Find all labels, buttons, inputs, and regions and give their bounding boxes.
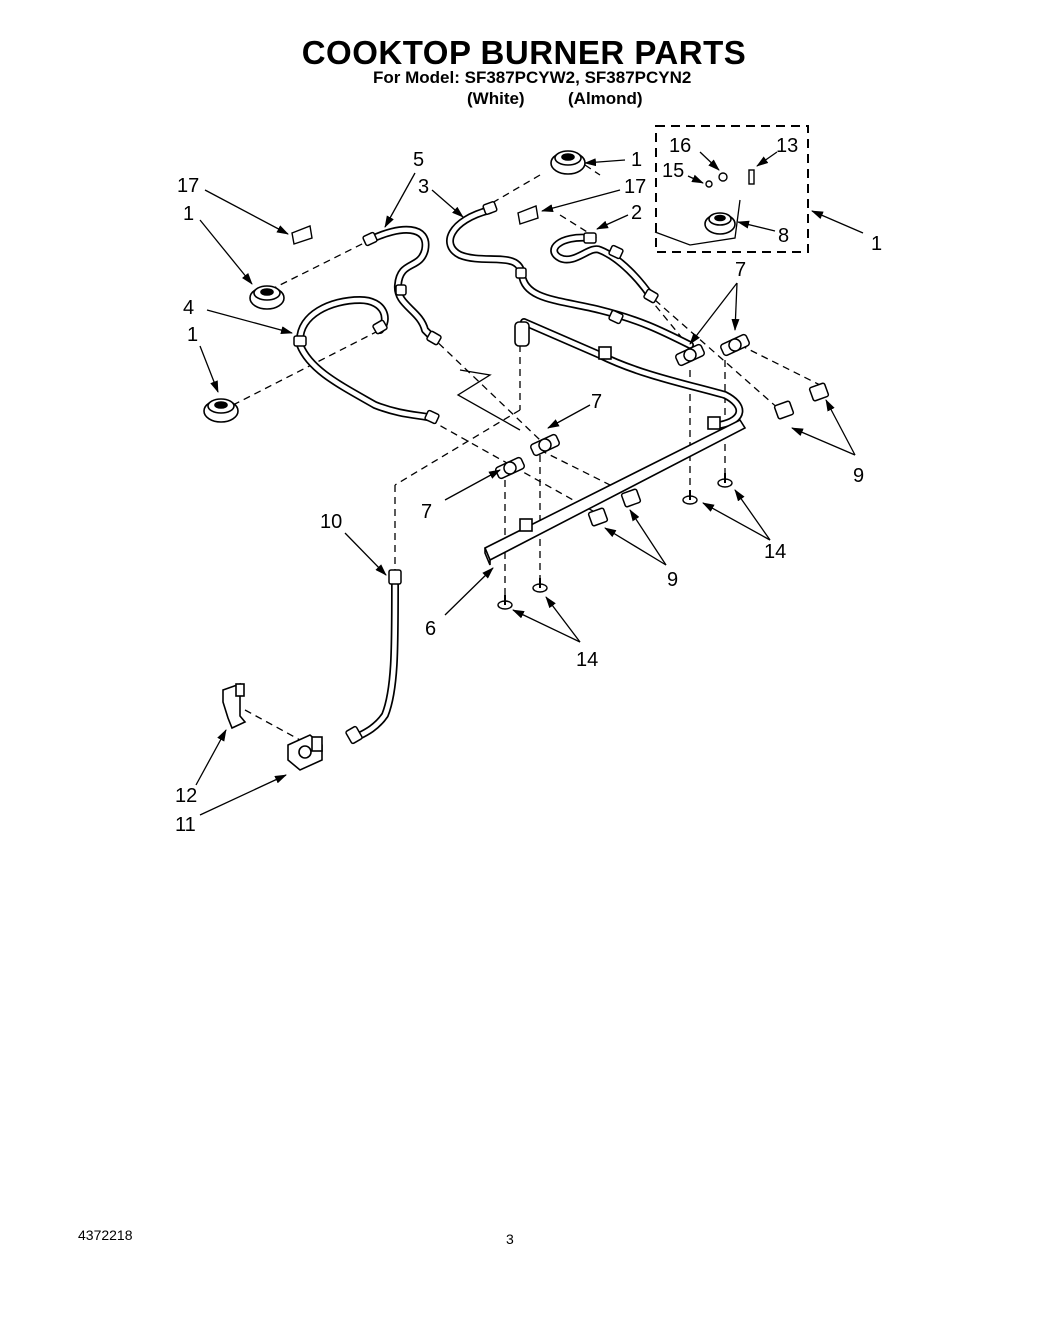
callout-9-center: 9 (667, 569, 678, 591)
callout-7-left: 7 (421, 501, 432, 523)
leader-lines (456, 199, 741, 431)
callout-12: 12 (175, 785, 197, 807)
callout-16: 16 (669, 135, 691, 157)
callout-1-inset: 1 (871, 233, 882, 255)
orifice-spuds (587, 382, 830, 527)
callout-17-right: 17 (624, 176, 646, 198)
callout-5: 5 (413, 149, 424, 171)
callout-7-center: 7 (591, 391, 602, 413)
document-number: 4372218 (78, 1227, 133, 1243)
gas-tubes (296, 206, 744, 742)
callout-2: 2 (631, 202, 642, 224)
inset-box (655, 125, 809, 253)
callout-10: 10 (320, 511, 342, 533)
burner-base-rear-left (249, 285, 285, 310)
burner-bases (203, 150, 736, 423)
burner-base-front-right-inset (704, 212, 736, 235)
valves (495, 333, 750, 480)
callout-14-right: 14 (764, 541, 786, 563)
callout-6: 6 (425, 618, 436, 640)
regulator (287, 734, 323, 771)
callout-13: 13 (776, 135, 798, 157)
callout-labels: 17 1 5 3 1 17 2 16 13 15 8 1 4 1 7 7 7 9… (175, 135, 882, 836)
brackets (291, 205, 539, 245)
page-number: 3 (506, 1231, 514, 1247)
page-title: COOKTOP BURNER PARTS (301, 34, 747, 71)
burner-base-rear-right (550, 150, 586, 175)
model-line: For Model: SF387PCYW2, SF387PCYN2 (373, 68, 692, 87)
callout-11: 11 (175, 814, 196, 836)
gas-tubes-core (297, 207, 742, 741)
callout-1-rear-right: 1 (631, 149, 642, 171)
inset-screws (705, 169, 755, 188)
callout-1-front-left: 1 (187, 324, 198, 346)
manifold-rail (483, 321, 747, 566)
regulator-bracket (222, 682, 247, 730)
callout-14-front: 14 (576, 649, 598, 671)
callout-4: 4 (183, 297, 194, 319)
mounting-screws (497, 473, 733, 610)
callout-1-rear-left: 1 (183, 203, 194, 225)
burner-base-front-left (203, 398, 239, 423)
color-white-label: (White) (467, 89, 525, 108)
callout-17-left: 17 (177, 175, 199, 197)
assembly-dashed-lines (232, 164, 821, 741)
color-almond-label: (Almond) (568, 89, 643, 108)
callout-15: 15 (662, 160, 684, 182)
callout-arrows (195, 151, 864, 816)
callout-3: 3 (418, 176, 429, 198)
callout-9-right: 9 (853, 465, 864, 487)
tube-fittings (293, 201, 659, 745)
callout-7-right: 7 (735, 259, 746, 281)
callout-8: 8 (778, 225, 789, 247)
